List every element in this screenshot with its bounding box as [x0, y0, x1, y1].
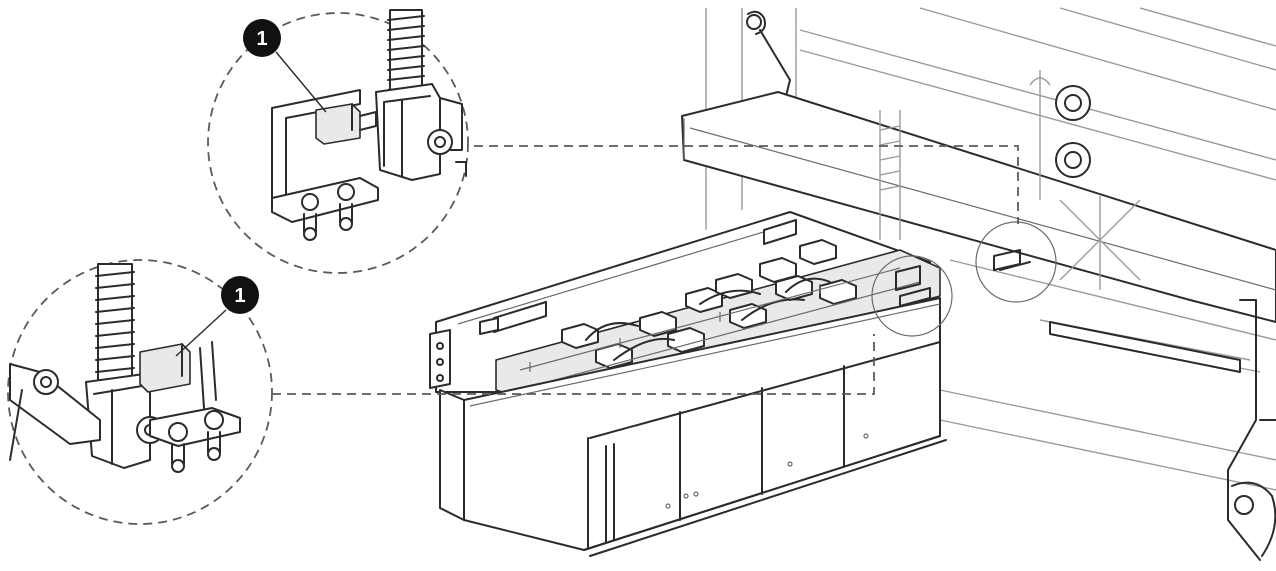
focus-circle-left — [871, 255, 953, 337]
callout-1-bottom-label: 1 — [234, 285, 245, 307]
detail-view-top — [207, 9, 469, 274]
dashed-leader-top — [474, 145, 1019, 224]
battery-cells — [519, 239, 921, 385]
callout-1-top-label: 1 — [256, 28, 267, 50]
callout-1-top: 1 — [243, 19, 327, 113]
machine-chassis — [681, 7, 1276, 561]
battery-tray — [429, 211, 947, 557]
detail-view-bottom — [7, 259, 273, 525]
dashed-leader-bottom — [272, 334, 875, 395]
spring-top — [387, 9, 425, 93]
callout-1-bottom: 1 — [175, 276, 259, 357]
focus-circle-right — [975, 221, 1057, 303]
spring-bottom — [95, 263, 135, 381]
